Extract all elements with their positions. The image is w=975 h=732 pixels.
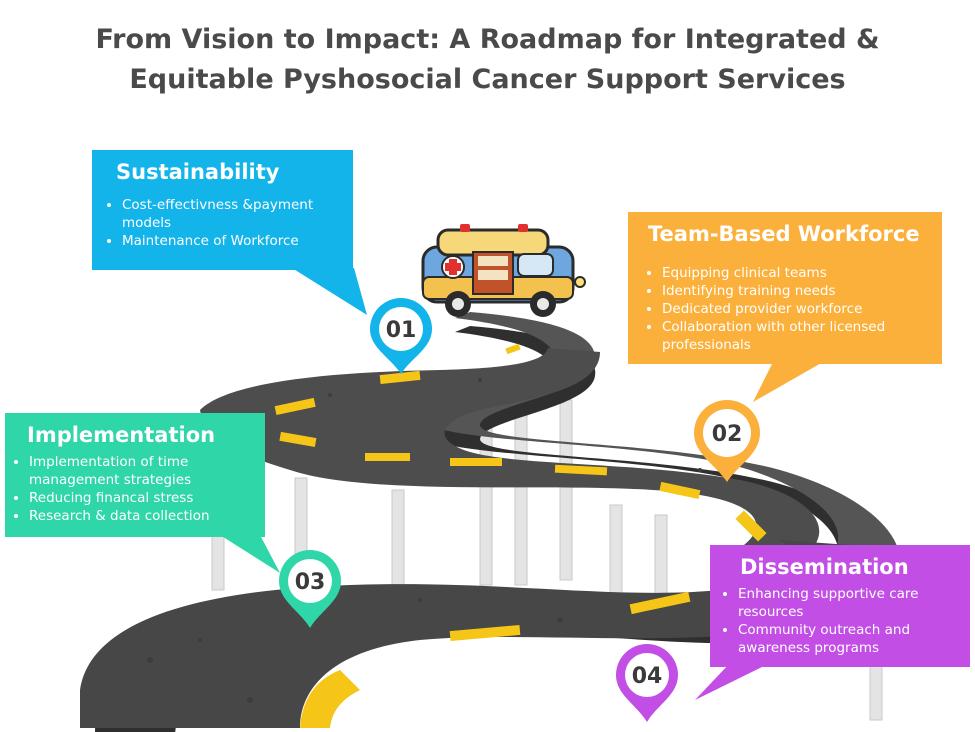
lane-markings [274,343,767,728]
stage-items: Implementation of time management strate… [13,453,255,525]
stage-card-implementation: Implementation Implementation of time ma… [5,413,265,537]
pin-number: 01 [386,318,417,343]
stage-card-sustainability: Sustainability Cost-effectivness &paymen… [92,150,353,270]
stage-item: Cost-effectivness &payment models [122,196,339,232]
stage-item: Reducing financal stress [29,489,255,507]
stage-title: Implementation [27,423,216,447]
title-line-1: From Vision to Impact: A Roadmap for Int… [95,24,880,55]
title-line-2: Equitable Pyshosocial Cancer Support Ser… [129,64,846,95]
stage-items: Enhancing supportive care resources Comm… [722,585,960,657]
stage-items: Cost-effectivness &payment models Mainte… [106,196,339,250]
pin-number: 03 [295,570,326,595]
stage-item: Equipping clinical teams [662,264,928,282]
stage-item: Research & data collection [29,507,255,525]
map-pin-icon: 02 [694,400,760,482]
map-pin-icon: 04 [616,644,678,722]
stage-title: Sustainability [116,160,280,184]
stage-items: Equipping clinical teams Identifying tra… [646,264,928,354]
ambulance-van-icon [421,224,586,317]
map-pin-icon: 01 [370,298,432,374]
map-pin-icon: 03 [279,550,341,628]
pin-number: 02 [712,422,743,447]
stage-card-workforce: Team-Based Workforce Equipping clinical … [628,212,942,364]
road-upper-loop [200,348,820,570]
stage-title: Dissemination [740,555,909,579]
stage-card-dissemination: Dissemination Enhancing supportive care … [710,545,970,667]
stage-item: Community outreach and awareness program… [738,621,960,657]
stage-title: Team-Based Workforce [648,222,920,246]
callout-tail-sustainability [292,268,367,315]
callout-tail-dissemination [695,663,770,700]
asphalt-texture [147,378,702,703]
stage-item: Identifying training needs [662,282,928,300]
pin-number: 04 [632,664,663,689]
stage-item: Collaboration with other licensed profes… [662,318,928,354]
stage-item: Implementation of time management strate… [29,453,255,489]
stage-item: Enhancing supportive care resources [738,585,960,621]
stage-item: Dedicated provider workforce [662,300,928,318]
page-title: From Vision to Impact: A Roadmap for Int… [0,20,975,100]
callout-tail-implementation [220,535,280,573]
callout-tail-workforce [753,362,823,402]
stage-item: Maintenance of Workforce [122,232,339,250]
